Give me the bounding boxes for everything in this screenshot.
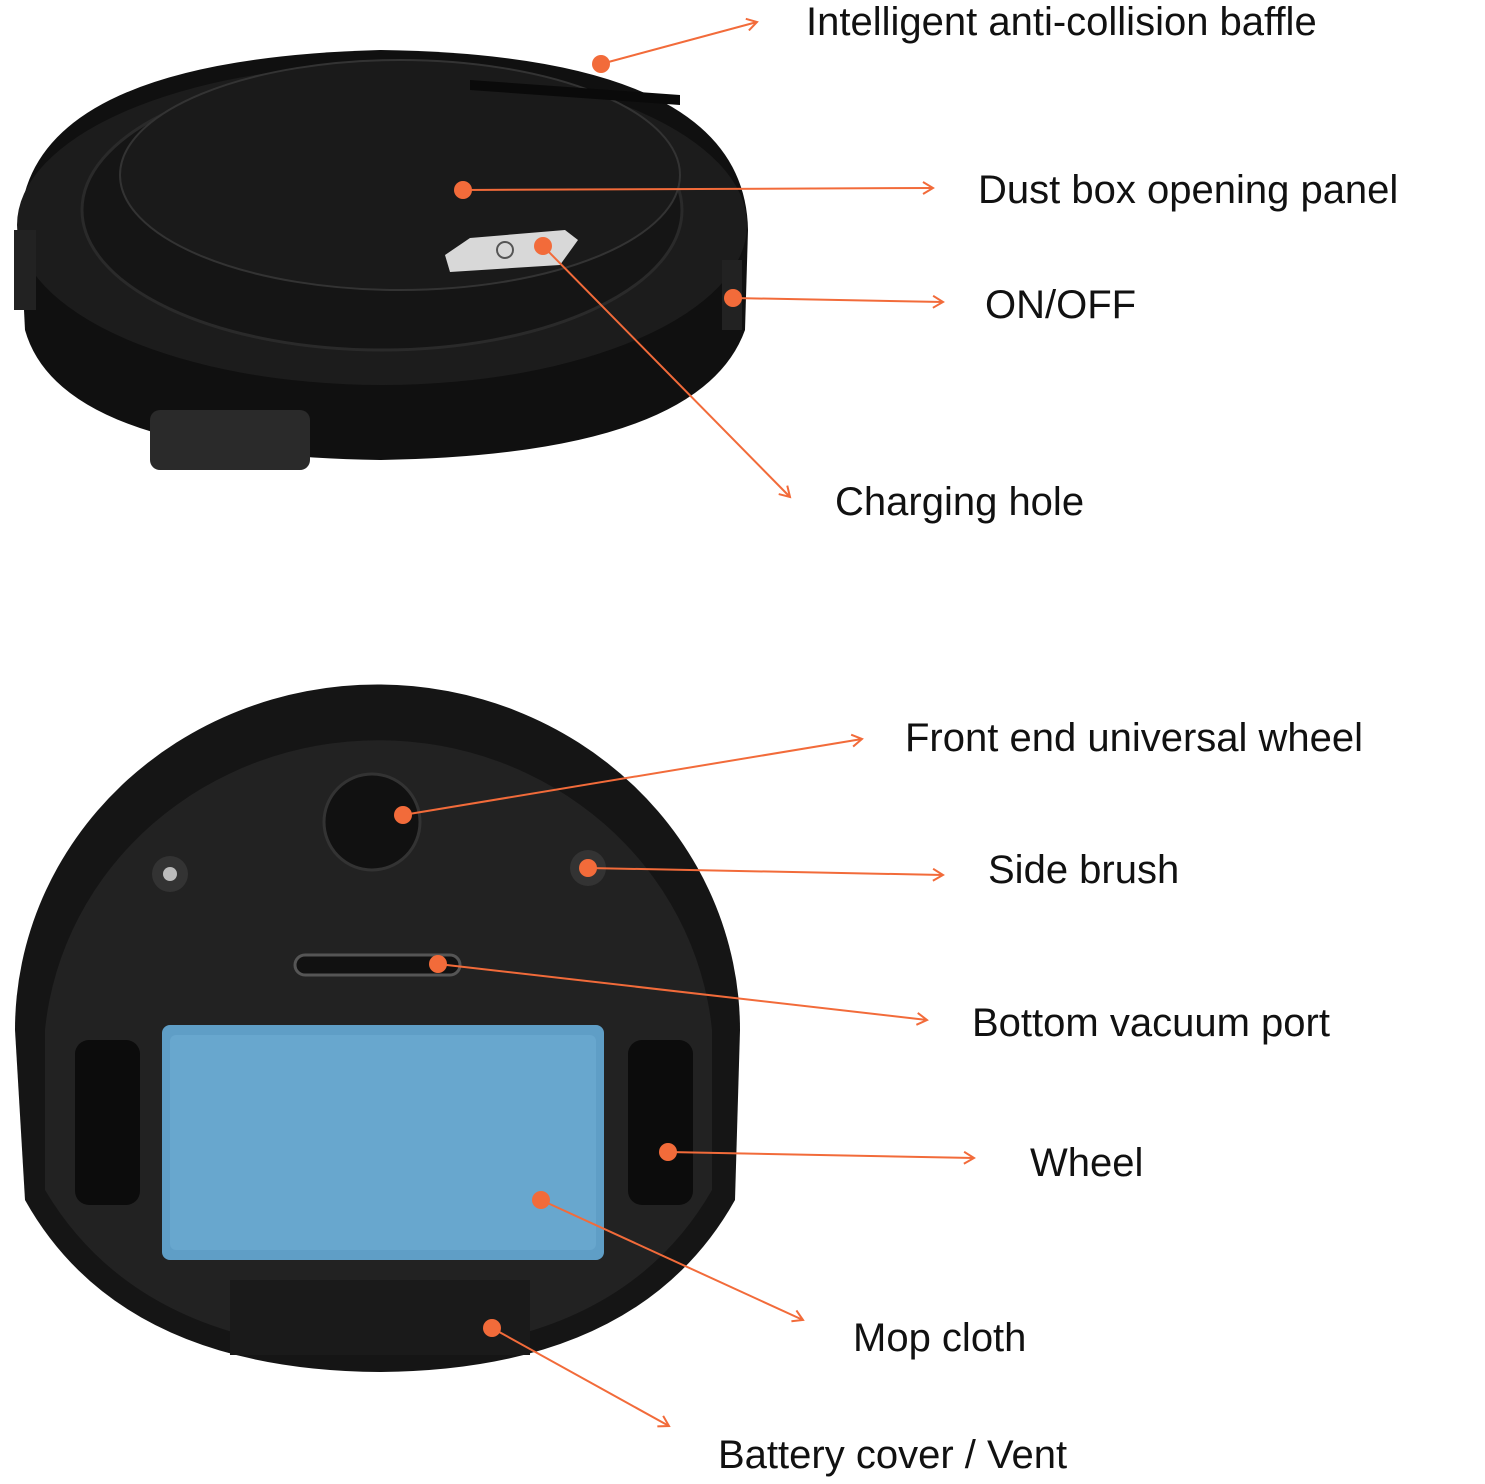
callout-dot xyxy=(429,955,447,973)
callout-arrow xyxy=(600,17,759,65)
callout-label-battery-cover: Battery cover / Vent xyxy=(718,1433,1068,1477)
callout-arrow xyxy=(542,245,792,499)
callout-arrow xyxy=(732,294,945,309)
callout-label-anti-collision-baffle: Intelligent anti-collision baffle xyxy=(806,0,1317,44)
callout-dot xyxy=(659,1143,677,1161)
callout-arrow xyxy=(462,181,935,195)
callout-arrow xyxy=(437,963,929,1026)
callout-dot xyxy=(724,289,742,307)
callout-label-wheel: Wheel xyxy=(1030,1141,1144,1185)
callout-label-dust-box-panel: Dust box opening panel xyxy=(978,168,1399,212)
callout-arrow xyxy=(667,1150,976,1165)
callout-dot xyxy=(592,55,610,73)
callout-arrow xyxy=(540,1199,805,1323)
callout-label-universal-wheel: Front end universal wheel xyxy=(905,716,1364,760)
callout-dot xyxy=(534,237,552,255)
callout-label-side-brush: Side brush xyxy=(988,848,1180,892)
callout-dot xyxy=(579,859,597,877)
callout-dot xyxy=(454,181,472,199)
robot-bottom-view xyxy=(15,684,740,1372)
callout-label-mop-cloth: Mop cloth xyxy=(853,1316,1027,1360)
callout-dot xyxy=(532,1191,550,1209)
callout-arrow xyxy=(402,733,864,816)
callout-label-vacuum-port: Bottom vacuum port xyxy=(972,1001,1330,1045)
callout-arrow xyxy=(587,867,945,882)
callout-dot xyxy=(394,806,412,824)
callout-dot xyxy=(483,1319,501,1337)
robot-top-view xyxy=(14,50,748,470)
callout-arrow xyxy=(491,1327,671,1428)
callout-label-on-off: ON/OFF xyxy=(985,283,1137,327)
callout-label-charging-hole: Charging hole xyxy=(835,480,1085,524)
